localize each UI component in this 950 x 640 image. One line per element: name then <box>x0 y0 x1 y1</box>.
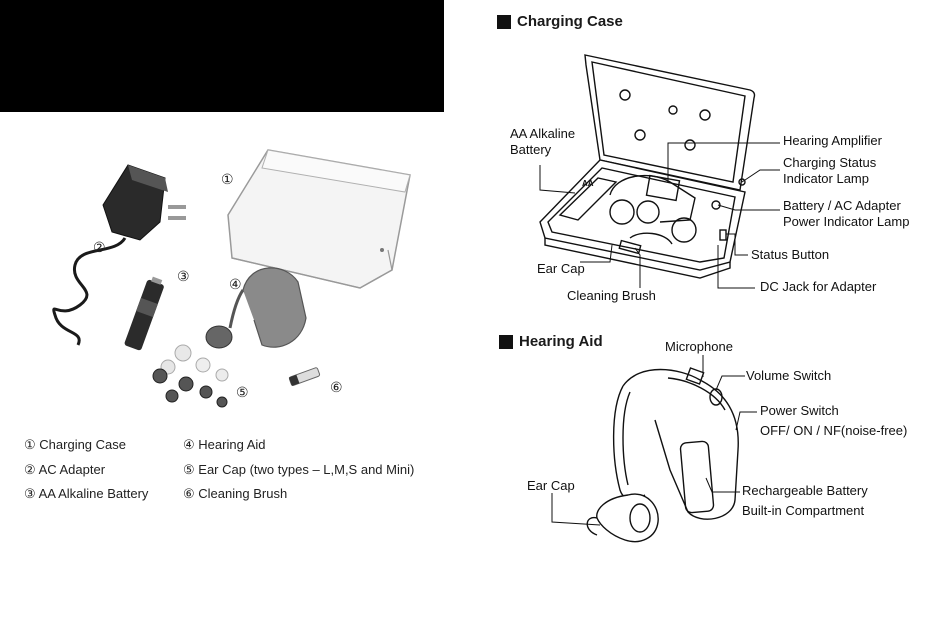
legend-text: AC Adapter <box>38 462 106 477</box>
label-ear-cap-aid: Ear Cap <box>527 478 575 493</box>
photo-number-3: ③ <box>177 268 190 284</box>
label-microphone: Microphone <box>665 339 733 354</box>
heading-text: Hearing Aid <box>519 333 603 350</box>
label-status-button: Status Button <box>751 247 830 262</box>
charging-case-heading: Charging Case <box>497 13 623 30</box>
label-charging-status: Charging Status Indicator Lamp <box>783 155 877 186</box>
label-dc-jack: DC Jack for Adapter <box>760 279 877 294</box>
label-hearing-amplifier: Hearing Amplifier <box>783 133 882 148</box>
ac-adapter-image <box>52 164 186 346</box>
label-power-indicator: Battery / AC Adapter Power Indicator Lam… <box>783 198 910 229</box>
legend-item-ear-cap: ⑤ Ear Cap (two types – L,M,S and Mini) <box>183 462 414 478</box>
legend-text: AA Alkaline Battery <box>38 486 149 501</box>
heading-text: Charging Case <box>517 13 623 30</box>
label-aa-battery: AA Alkaline Battery <box>510 126 576 157</box>
hearing-aid-diagram <box>586 367 739 543</box>
aa-battery-image <box>124 276 164 351</box>
legend-item-ac-adapter: ② AC Adapter <box>24 462 105 478</box>
legend-number: ① <box>24 437 36 452</box>
legend-number: ⑥ <box>183 486 195 501</box>
label-cleaning-brush: Cleaning Brush <box>567 288 656 303</box>
label-battery-mark: AA <box>582 179 594 188</box>
legend-item-charging-case: ① Charging Case <box>24 437 126 453</box>
hearing-aid-leaders <box>551 355 757 526</box>
hearing-aid-heading: Hearing Aid <box>499 333 603 350</box>
photo-number-6: ⑥ <box>330 379 343 395</box>
legend-number: ④ <box>183 437 195 452</box>
photo-number-4: ④ <box>229 276 242 292</box>
charging-case-leaders <box>539 142 780 289</box>
legend-number: ② <box>24 462 36 477</box>
hearing-aid-image <box>205 267 307 349</box>
legend-text: Cleaning Brush <box>198 486 288 501</box>
legend-item-hearing-aid: ④ Hearing Aid <box>183 437 266 453</box>
ear-caps-image <box>152 344 229 408</box>
label-rechargeable-battery: Rechargeable Battery Built-in Compartmen… <box>742 483 868 518</box>
charging-case-diagram <box>539 54 756 279</box>
label-ear-cap-case: Ear Cap <box>537 261 585 276</box>
heading-square-icon <box>497 14 511 29</box>
charging-case-image <box>227 149 411 289</box>
legend-item-aa-battery: ③ AA Alkaline Battery <box>24 486 148 502</box>
legend-number: ⑤ <box>183 462 195 477</box>
legend-number: ③ <box>24 486 36 501</box>
legend-text: Charging Case <box>39 437 126 452</box>
cleaning-brush-image <box>288 367 321 386</box>
label-power-switch: Power Switch OFF/ ON / NF(noise-free) <box>760 403 908 438</box>
heading-square-icon <box>499 334 513 349</box>
legend-item-cleaning-brush: ⑥ Cleaning Brush <box>183 486 287 502</box>
label-volume-switch: Volume Switch <box>746 368 832 383</box>
photo-number-5: ⑤ <box>236 384 249 400</box>
legend-text: Hearing Aid <box>198 437 266 452</box>
photo-number-1: ① <box>221 171 234 187</box>
legend-text: Ear Cap (two types – L,M,S and Mini) <box>198 462 415 477</box>
photo-number-2: ② <box>93 239 106 255</box>
black-banner <box>0 0 444 112</box>
